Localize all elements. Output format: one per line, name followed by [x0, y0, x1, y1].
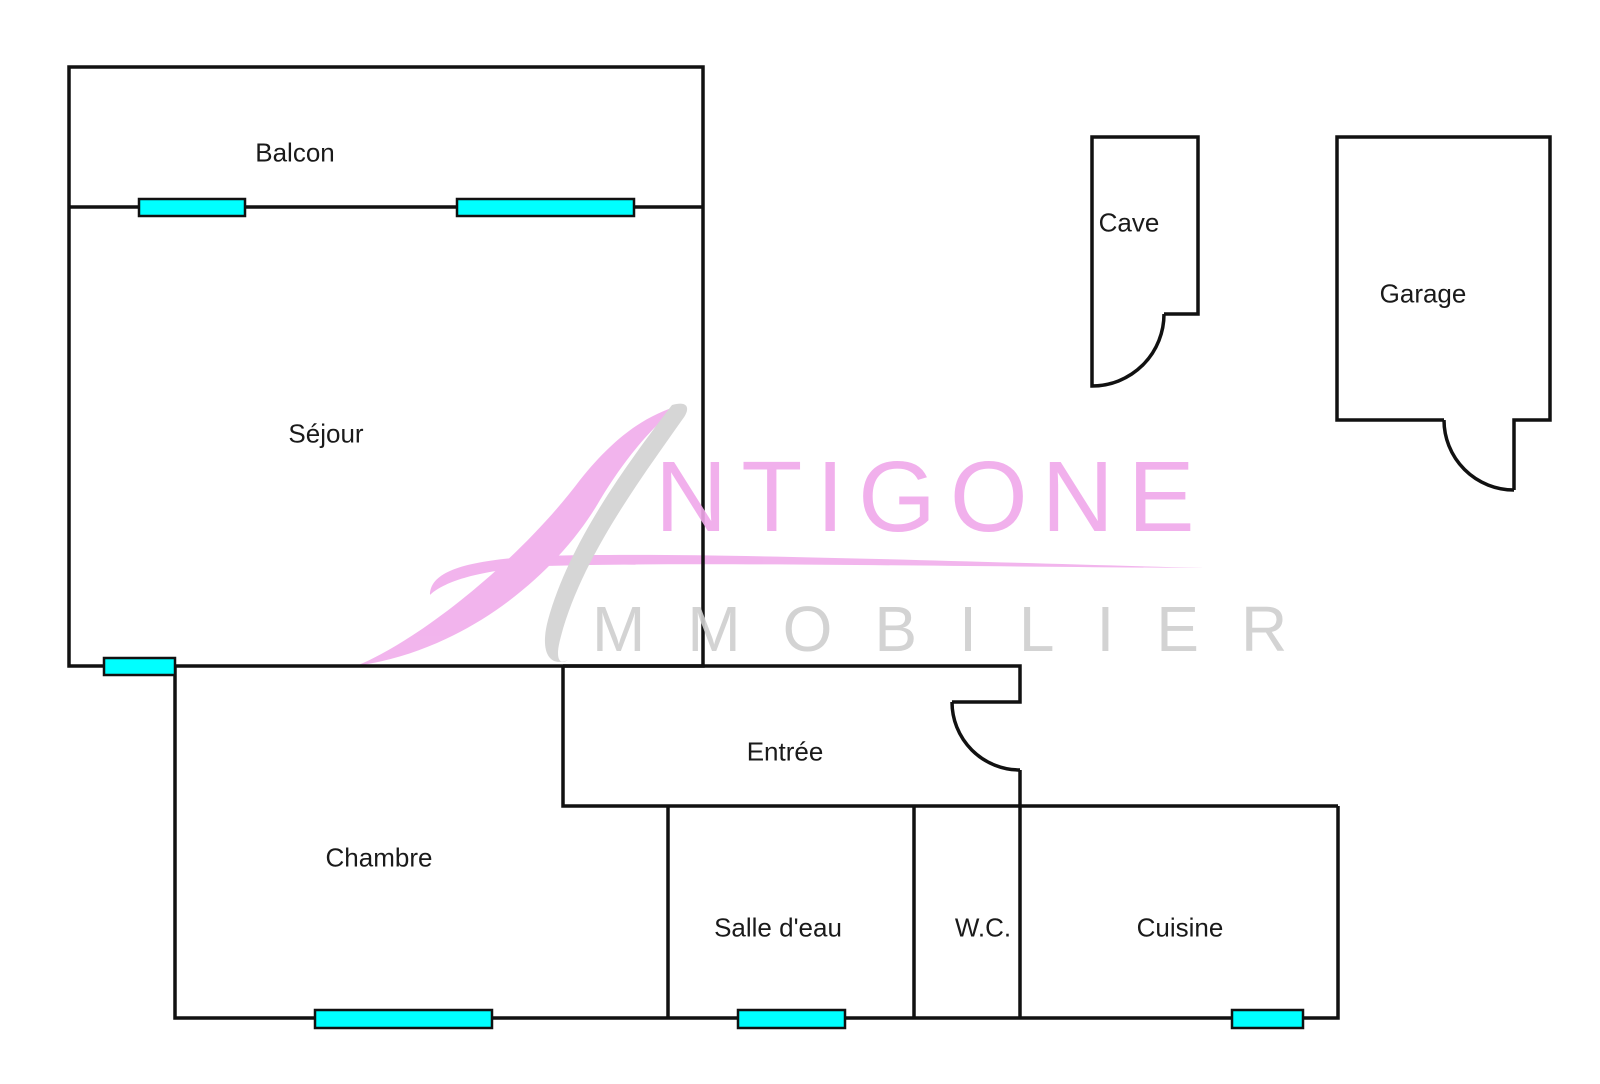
wall-garage: [1335, 135, 1552, 490]
door-cave: [1090, 313, 1166, 388]
room-label-entree: Entrée: [746, 736, 824, 767]
wall-sejour-balcon: [67, 65, 705, 668]
wall-entree: [563, 664, 1022, 704]
window-sejour-bottom: [102, 656, 177, 677]
door-entree: [950, 701, 1021, 772]
watermark-immobilier: MMOBILIER: [592, 593, 1330, 665]
watermark-logo-swoosh: [356, 403, 1205, 666]
window-salle-deau: [736, 1008, 847, 1030]
window-chambre: [313, 1008, 494, 1030]
room-label-wc: W.C.: [954, 912, 1012, 943]
watermark-antigone: NTIGONE: [655, 441, 1209, 553]
room-label-chambre: Chambre: [325, 842, 433, 873]
wall-cuisine: [668, 806, 1340, 1020]
window-balcon-right: [455, 197, 636, 218]
room-label-balcon: Balcon: [255, 137, 335, 168]
room-label-garage: Garage: [1379, 278, 1467, 309]
room-label-cave: Cave: [1098, 207, 1160, 238]
wall-chambre: [173, 666, 668, 1020]
window-cuisine: [1230, 1008, 1305, 1030]
window-balcon-left: [137, 197, 247, 218]
wall-entree-left: [561, 666, 668, 808]
room-label-cuisine: Cuisine: [1136, 912, 1224, 943]
wall-cave: [1090, 135, 1200, 316]
room-label-sejour: Séjour: [288, 418, 364, 449]
room-label-salle-deau: Salle d'eau: [714, 912, 842, 943]
door-garage: [1442, 419, 1515, 492]
